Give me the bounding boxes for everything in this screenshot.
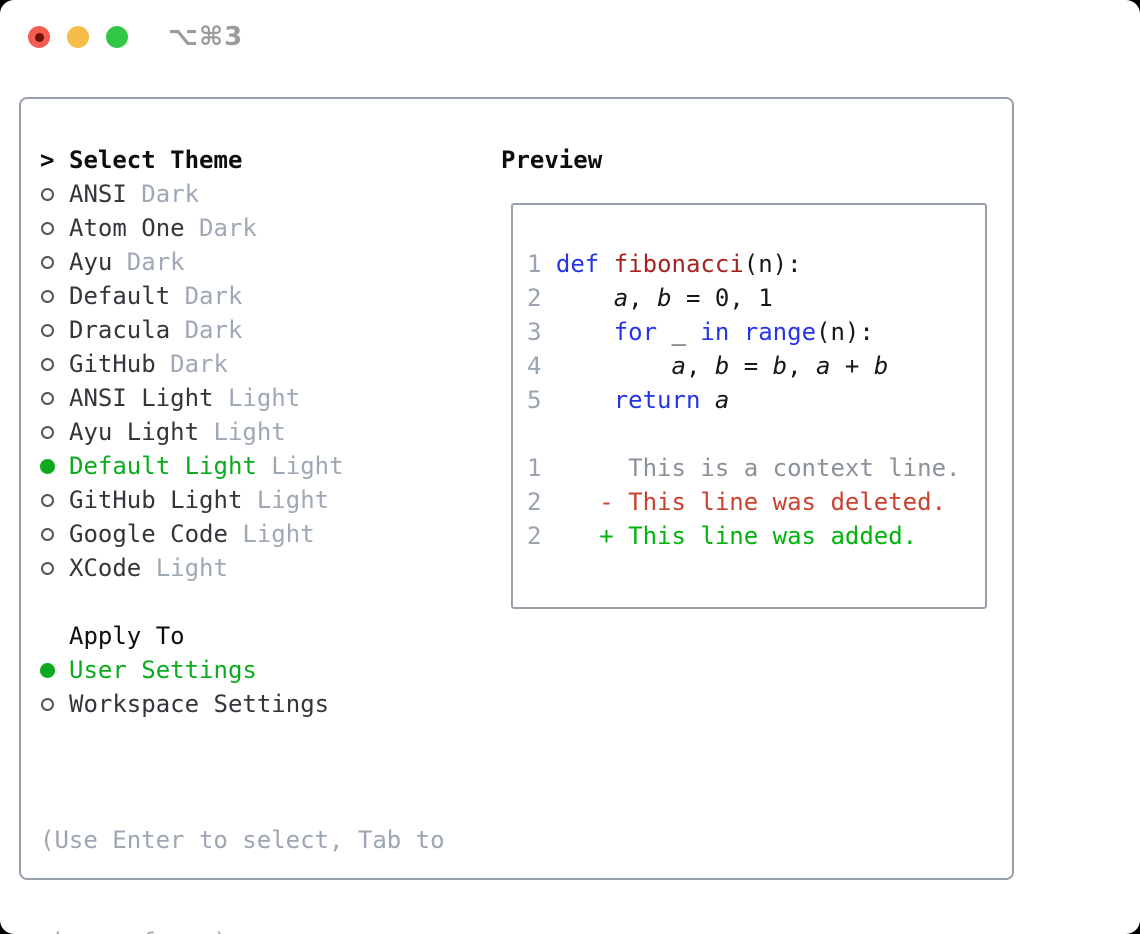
code-line: 3 for _ in range(n): (527, 318, 874, 346)
radio-icon (40, 697, 69, 711)
hint-text: (Use Enter to select, Tab to change focu… (40, 755, 445, 934)
radio-selected-icon (40, 662, 69, 678)
theme-option[interactable]: Dracula Dark (40, 313, 445, 347)
theme-option[interactable]: Default Light Light (40, 449, 445, 483)
theme-option[interactable]: Google Code Light (40, 517, 445, 551)
code-line: 1 def fibonacci(n): (527, 250, 802, 278)
line-number: 5 (527, 386, 542, 414)
theme-option-label: GitHub Light Light (69, 486, 330, 514)
spacer (40, 585, 445, 619)
line-number: 2 (527, 522, 542, 550)
code-line (527, 417, 985, 451)
theme-option[interactable]: ANSI Dark (40, 177, 445, 211)
radio-icon (40, 289, 69, 303)
theme-option-label: GitHub Dark (69, 350, 228, 378)
theme-option-label: Atom One Dark (69, 214, 257, 242)
radio-icon (40, 323, 69, 337)
theme-option[interactable]: GitHub Dark (40, 347, 445, 381)
code-line: 2 a, b = 0, 1 (527, 284, 773, 312)
preview-title: Preview (501, 146, 603, 174)
apply-to-title: Apply To (69, 622, 185, 650)
prompt-icon: > (40, 146, 55, 174)
select-theme-title: Select Theme (69, 146, 243, 174)
line-number: 1 (527, 250, 542, 278)
theme-option[interactable]: GitHub Light Light (40, 483, 445, 517)
code-line: 2 + This line was added. (527, 522, 918, 550)
titlebar: ⌥⌘3 (0, 0, 1140, 97)
theme-option-label: XCode Light (69, 554, 228, 582)
hint-line-1: (Use Enter to select, Tab to (40, 826, 445, 854)
theme-option[interactable]: Default Dark (40, 279, 445, 313)
theme-option-label: Ayu Dark (69, 248, 185, 276)
line-number: 2 (527, 488, 542, 516)
theme-option-label: Google Code Light (69, 520, 315, 548)
radio-icon (40, 187, 69, 201)
radio-icon (40, 493, 69, 507)
select-theme-header: > Select Theme (40, 143, 445, 177)
code-line: 4 a, b = b, a + b (527, 352, 889, 380)
apply-to-option[interactable]: Workspace Settings (40, 687, 445, 721)
close-button-dot (34, 32, 44, 42)
theme-option-label: Dracula Dark (69, 316, 243, 344)
radio-icon (40, 255, 69, 269)
code-line: 5 return a (527, 386, 730, 414)
radio-icon (40, 357, 69, 371)
minimize-button[interactable] (67, 26, 89, 48)
theme-option-label: ANSI Light Light (69, 384, 301, 412)
theme-option[interactable]: ANSI Light Light (40, 381, 445, 415)
theme-option[interactable]: Ayu Light Light (40, 415, 445, 449)
radio-selected-icon (40, 458, 69, 474)
radio-icon (40, 391, 69, 405)
radio-icon (40, 221, 69, 235)
radio-icon (40, 561, 69, 575)
apply-to-option[interactable]: User Settings (40, 653, 445, 687)
code-line: 2 - This line was deleted. (527, 488, 947, 516)
apply-to-option-label: User Settings (69, 656, 257, 684)
hint-line-2: change focus) (40, 925, 445, 934)
theme-option-label: Ayu Light Light (69, 418, 286, 446)
theme-option-label: Default Light Light (69, 452, 344, 480)
window-shortcut-label: ⌥⌘3 (168, 22, 244, 52)
theme-option[interactable]: XCode Light (40, 551, 445, 585)
preview-box: 1 def fibonacci(n): 2 a, b = 0, 1 3 for _ … (511, 203, 987, 609)
line-number: 2 (527, 284, 542, 312)
spacer (40, 721, 445, 755)
radio-icon (40, 425, 69, 439)
close-button[interactable] (28, 26, 50, 48)
line-number: 4 (527, 352, 542, 380)
theme-option[interactable]: Ayu Dark (40, 245, 445, 279)
maximize-button[interactable] (106, 26, 128, 48)
apply-to-header: Apply To (40, 619, 445, 653)
apply-to-option-label: Workspace Settings (69, 690, 330, 718)
theme-option-label: ANSI Dark (69, 180, 200, 208)
line-number: 1 (527, 454, 542, 482)
code-line: 1 This is a context line. (527, 454, 961, 482)
theme-option-label: Default Dark (69, 282, 243, 310)
theme-option[interactable]: Atom One Dark (40, 211, 445, 245)
line-number: 3 (527, 318, 542, 346)
radio-icon (40, 527, 69, 541)
